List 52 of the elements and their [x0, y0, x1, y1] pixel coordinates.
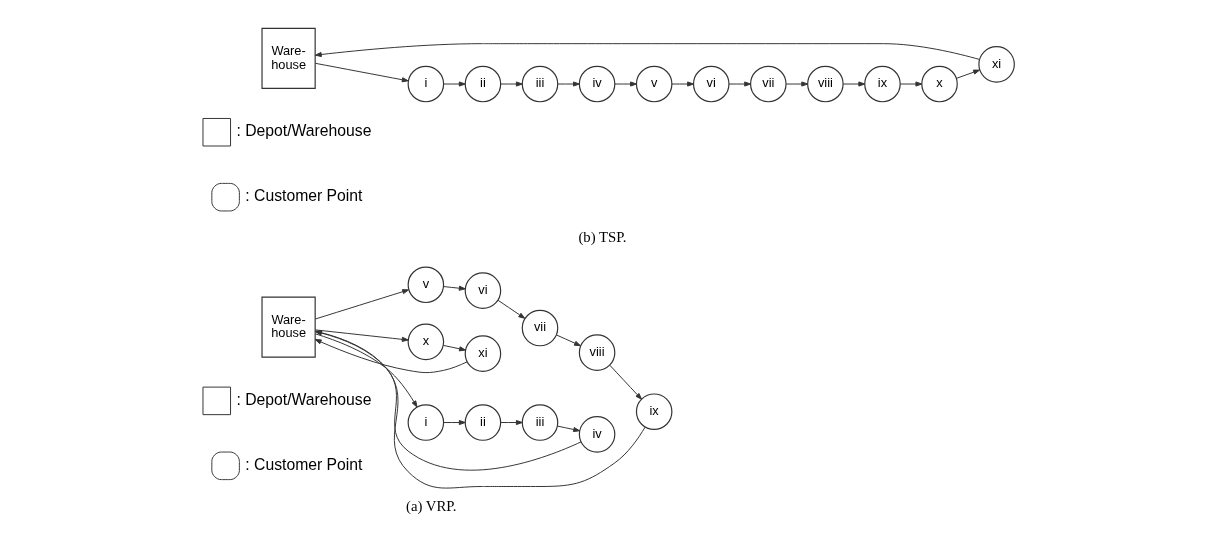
arrow — [785, 81, 809, 87]
node-circle: viii — [578, 334, 616, 371]
node-circle: xi — [978, 46, 1015, 83]
arrow — [315, 333, 418, 408]
node-circle: vii — [521, 309, 559, 347]
node-box: Ware- house — [261, 296, 316, 358]
node-circle: iv — [578, 416, 616, 453]
arrow — [443, 81, 466, 87]
label: (a) VRP. — [406, 498, 457, 515]
node-circle: x — [407, 323, 445, 361]
node-circle: ii — [464, 404, 502, 441]
legend-label: : Customer Point — [245, 455, 363, 473]
arrow — [842, 81, 866, 87]
arrow — [555, 334, 581, 347]
node-circle: x — [921, 65, 958, 103]
arrow — [443, 419, 466, 426]
arrow — [614, 81, 637, 87]
node-circle: ii — [464, 65, 502, 103]
node-circle: v — [407, 266, 445, 304]
node-circle: i — [407, 404, 445, 441]
arrow — [314, 43, 980, 60]
node-circle: iii — [521, 404, 559, 441]
arrow — [955, 69, 980, 79]
node-box: Ware- house — [261, 27, 316, 90]
arrow — [500, 419, 523, 426]
arrow — [557, 81, 580, 87]
arrow — [314, 289, 410, 320]
label: (b) TSP. — [578, 229, 627, 246]
node-circle: xi — [464, 335, 502, 372]
arrow — [671, 81, 694, 87]
node-circle: vii — [750, 65, 787, 103]
arrow — [443, 285, 466, 291]
arrow — [314, 338, 468, 374]
node-circle: ix — [864, 65, 901, 103]
node-circle: i — [407, 65, 445, 103]
arrow — [500, 81, 523, 87]
node-circle: iv — [578, 65, 616, 103]
arrow — [497, 299, 526, 319]
arrow — [728, 81, 752, 87]
node-circle: vi — [464, 272, 502, 309]
legend-label: : Customer Point — [245, 186, 363, 204]
arrow — [557, 425, 581, 433]
node-circle: iii — [521, 65, 559, 103]
arrow — [314, 62, 409, 83]
arrow — [609, 364, 642, 400]
legend-label: : Depot/Warehouse — [236, 390, 372, 408]
arrow — [899, 81, 923, 87]
legend-label: : Depot/Warehouse — [236, 121, 372, 139]
arrow — [442, 344, 466, 352]
node-circle: viii — [807, 65, 844, 103]
node-circle: vi — [692, 65, 730, 103]
node-circle: v — [635, 65, 673, 103]
